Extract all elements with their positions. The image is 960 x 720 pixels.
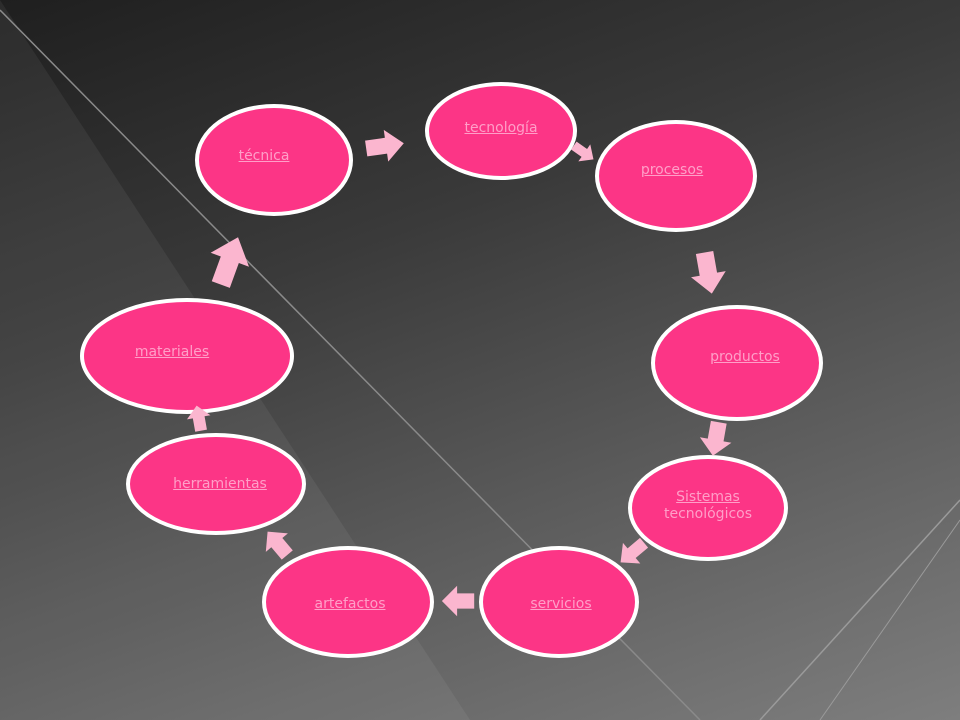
node-procesos[interactable]: procesos — [595, 120, 757, 232]
node-label-tecnica[interactable]: técnica — [238, 147, 290, 164]
node-label-procesos[interactable]: procesos — [640, 161, 704, 178]
arrow-servicios-to-artefactos — [441, 585, 475, 617]
node-label-herramientas[interactable]: herramientas — [173, 475, 267, 492]
node-productos[interactable]: productos — [651, 305, 823, 421]
node-label-materiales[interactable]: materiales — [134, 343, 210, 360]
arrow-herramientas-to-materiales — [186, 405, 211, 432]
arrow-procesos-to-productos — [691, 250, 726, 294]
node-label-productos[interactable]: productos — [710, 348, 780, 365]
node-materiales[interactable]: materiales — [80, 298, 294, 414]
node-sublabel-sistemas: tecnológicos — [663, 506, 753, 522]
node-sistemas[interactable]: Sistemas tecnológicos — [628, 455, 788, 561]
node-label-servicios[interactable]: servicios — [530, 595, 592, 612]
arrow-tecnica-to-tecnologia — [365, 129, 404, 162]
node-herramientas[interactable]: herramientas — [126, 433, 306, 535]
arrow-productos-to-sistemas — [699, 420, 732, 456]
arrow-sistemas-to-servicios — [620, 537, 649, 564]
node-servicios[interactable]: servicios — [479, 546, 639, 658]
arrow-artefactos-to-herramientas — [265, 531, 293, 560]
node-tecnologia[interactable]: tecnología — [425, 82, 577, 180]
node-label-sistemas[interactable]: Sistemas — [676, 489, 740, 505]
arrow-materiales-to-tecnica — [210, 237, 249, 288]
node-label-artefactos[interactable]: artefactos — [314, 595, 386, 612]
node-label-tecnologia[interactable]: tecnología — [464, 119, 538, 136]
node-tecnica[interactable]: técnica — [195, 104, 353, 216]
node-artefactos[interactable]: artefactos — [262, 546, 434, 658]
arrow-tecnologia-to-procesos — [571, 141, 594, 162]
